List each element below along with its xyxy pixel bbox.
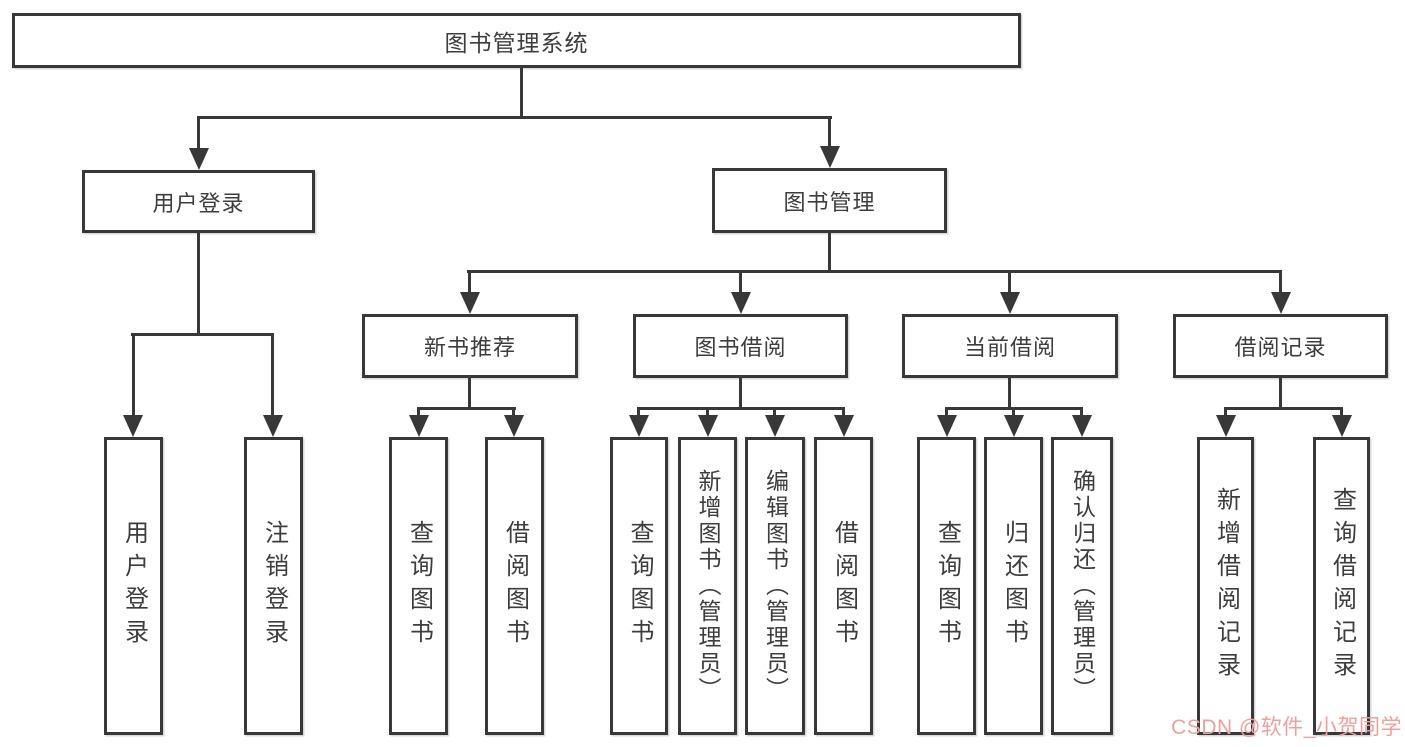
connector-vline: [468, 378, 471, 410]
connector-hline: [637, 407, 844, 410]
arrowhead-down-icon: [1004, 415, 1024, 437]
leaf-current-confirm-return-admin: 确认归还（管理员）: [1051, 437, 1113, 735]
node-current-borrow: 当前借阅: [902, 314, 1118, 378]
connector-hline: [131, 333, 274, 336]
connector-vline: [637, 407, 640, 419]
node-root: 图书管理系统: [12, 13, 1021, 68]
connector-vline: [842, 407, 845, 419]
connector-hline: [197, 116, 832, 119]
node-user-login: 用户登录: [82, 170, 315, 233]
leaf-borrow-borrow-book: 借阅图书: [814, 437, 873, 735]
connector-vline: [468, 270, 471, 296]
leaf-recommend-borrow-book: 借阅图书: [485, 437, 544, 735]
leaf-record-add-record: 新增借阅记录: [1197, 437, 1254, 735]
leaf-borrow-add-book-admin: 新增图书（管理员）: [678, 437, 737, 735]
leaf-borrow-edit-book-admin: 编辑图书（管理员）: [745, 437, 805, 735]
arrowhead-down-icon: [820, 146, 840, 168]
leaf-current-return-book: 归还图书: [984, 437, 1043, 735]
arrowhead-down-icon: [460, 292, 480, 314]
leaf-current-query-book: 查询图书: [917, 437, 976, 735]
node-book-management: 图书管理: [712, 168, 947, 233]
leaf-user-login: 用户登录: [104, 437, 163, 735]
connector-vline: [1279, 378, 1282, 410]
arrowhead-down-icon: [1332, 415, 1352, 437]
connector-vline: [945, 407, 948, 419]
connector-vline: [739, 378, 742, 410]
connector-hline: [1224, 407, 1342, 410]
connector-hline: [467, 270, 1282, 273]
arrowhead-down-icon: [189, 148, 209, 170]
arrowhead-down-icon: [629, 415, 649, 437]
leaf-record-query-record: 查询借阅记录: [1313, 437, 1370, 735]
connector-vline: [773, 407, 776, 419]
arrowhead-down-icon: [1000, 292, 1020, 314]
connector-vline: [1279, 270, 1282, 296]
arrowhead-down-icon: [834, 415, 854, 437]
connector-vline: [197, 116, 200, 152]
connector-vline: [197, 233, 200, 336]
node-new-book-recommend: 新书推荐: [362, 314, 578, 378]
connector-vline: [1080, 407, 1083, 419]
connector-vline: [1008, 378, 1011, 410]
arrowhead-down-icon: [123, 415, 143, 437]
arrowhead-down-icon: [409, 415, 429, 437]
arrowhead-down-icon: [698, 415, 718, 437]
leaf-borrow-query-book: 查询图书: [610, 437, 668, 735]
arrowhead-down-icon: [1072, 415, 1092, 437]
connector-vline: [828, 233, 831, 273]
leaf-logout: 注销登录: [244, 437, 303, 735]
connector-vline: [520, 68, 523, 119]
node-book-borrow: 图书借阅: [633, 314, 848, 378]
arrowhead-down-icon: [504, 415, 524, 437]
node-borrow-record: 借阅记录: [1173, 314, 1388, 378]
connector-vline: [132, 333, 135, 417]
connector-vline: [1224, 407, 1227, 419]
arrowhead-down-icon: [937, 415, 957, 437]
connector-hline: [417, 407, 516, 410]
connector-vline: [271, 333, 274, 417]
connector-vline: [706, 407, 709, 419]
connector-vline: [512, 407, 515, 419]
arrowhead-down-icon: [1216, 415, 1236, 437]
connector-vline: [828, 116, 831, 150]
csdn-watermark: CSDN @软件_小贺同学: [1171, 716, 1402, 739]
leaf-recommend-query-book: 查询图书: [389, 437, 448, 735]
arrowhead-down-icon: [263, 415, 283, 437]
arrowhead-down-icon: [731, 292, 751, 314]
connector-vline: [1012, 407, 1015, 419]
connector-vline: [417, 407, 420, 419]
connector-vline: [1008, 270, 1011, 296]
connector-vline: [1340, 407, 1343, 419]
arrowhead-down-icon: [1271, 292, 1291, 314]
arrowhead-down-icon: [765, 415, 785, 437]
connector-vline: [739, 270, 742, 296]
